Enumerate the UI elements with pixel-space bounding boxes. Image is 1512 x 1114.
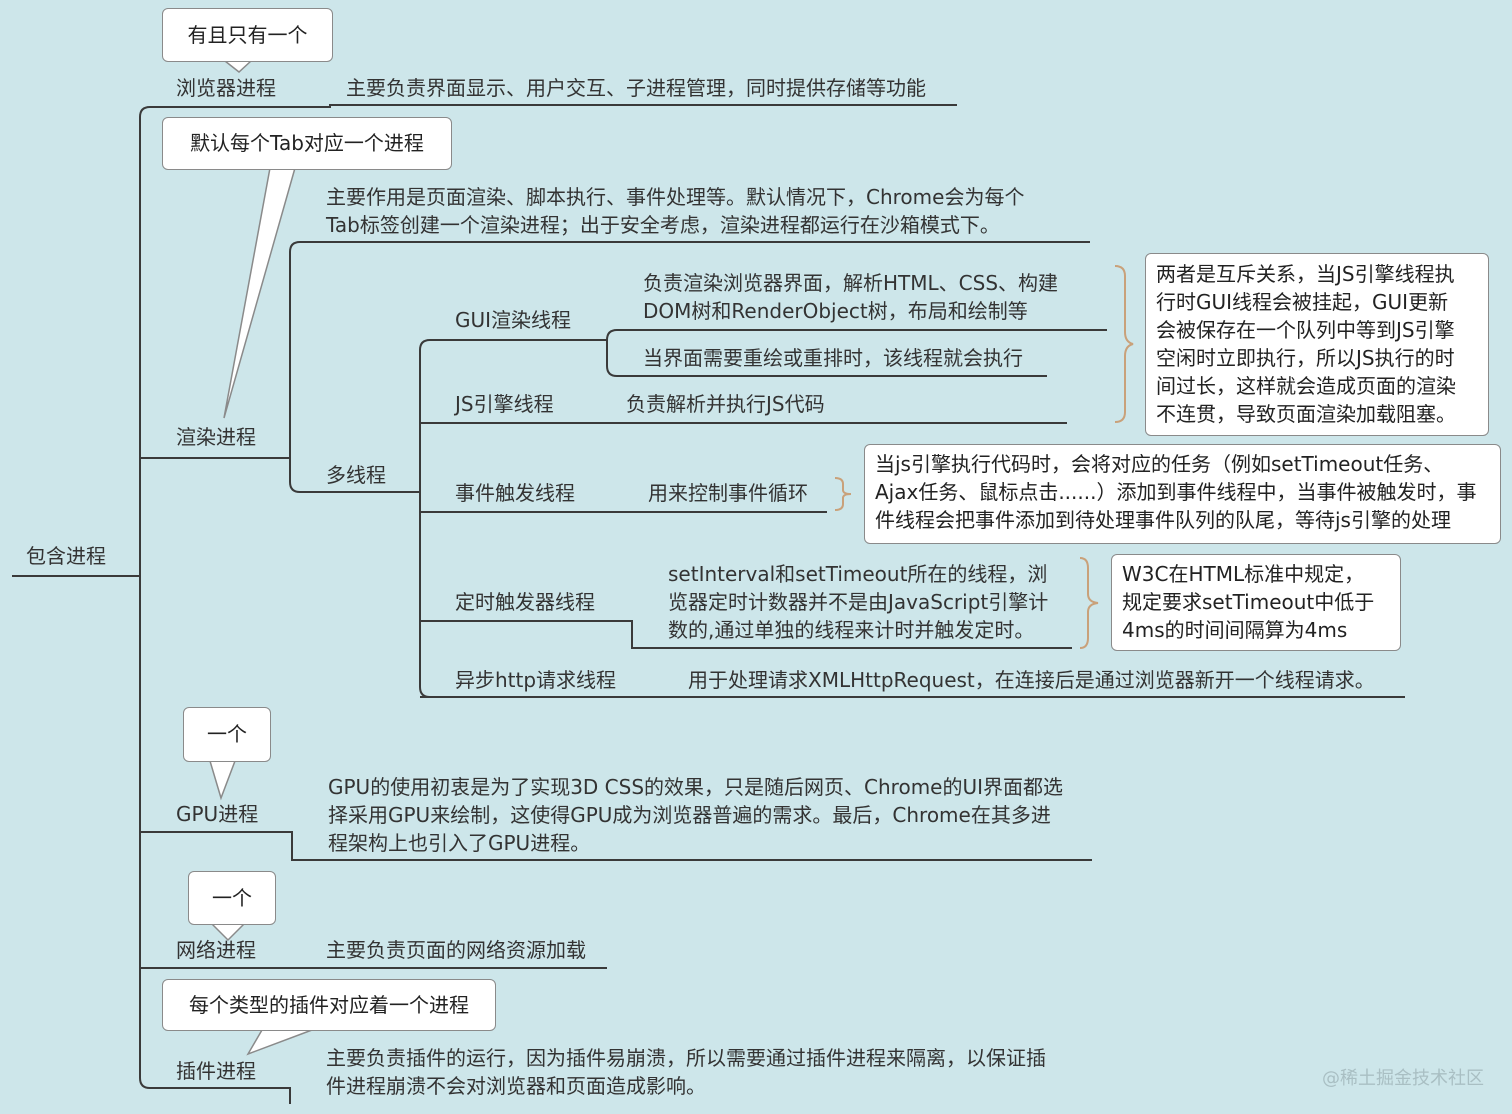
- network-callout: 一个: [188, 871, 276, 925]
- root-label[interactable]: 包含进程: [26, 544, 106, 568]
- js-thread-desc: 负责解析并执行JS代码: [626, 392, 825, 416]
- gui-sub-branch: [606, 329, 618, 377]
- renderer-branch: [289, 241, 301, 493]
- mutex-note-line: 间过长，这样就会造成页面的渲染: [1156, 374, 1456, 398]
- network-process-label[interactable]: 网络进程: [176, 938, 256, 962]
- plugin-callout-tail: [246, 1029, 313, 1056]
- timer-desc-line1: setInterval和setTimeout所在的线程，浏: [668, 562, 1048, 586]
- gui-desc1-line2: DOM树和RenderObject树，布局和绘制等: [643, 299, 1028, 323]
- watermark: @稀土掘金技术社区: [1322, 1068, 1484, 1089]
- timer-desc-line3: 数的,通过单独的线程来计时并触发定时。: [668, 618, 1035, 642]
- event-note: 当js引擎执行代码时，会将对应的任务（例如setTimeout任务、 Ajax任…: [864, 444, 1501, 544]
- event-note-line: Ajax任务、鼠标点击......）添加到事件线程中，当事件被触发时，事: [875, 480, 1477, 504]
- http-thread-desc: 用于处理请求XMLHttpRequest，在连接后是通过浏览器新开一个线程请求。: [688, 668, 1375, 692]
- gpu-process-label[interactable]: GPU进程: [176, 802, 259, 826]
- timer-desc-line2: 览器定时计数器并不是由JavaScript引擎计: [668, 590, 1049, 614]
- js-thread-label[interactable]: JS引擎线程: [455, 392, 554, 416]
- browser-desc: 主要负责界面显示、用户交互、子进程管理，同时提供存储等功能: [346, 76, 926, 100]
- gui-js-brace: [1114, 265, 1134, 423]
- gpu-desc-line2: 择采用GPU来绘制，这使得GPU成为浏览器普遍的需求。最后，Chrome在其多进: [328, 803, 1051, 827]
- plugin-process-label[interactable]: 插件进程: [176, 1059, 256, 1083]
- main-trunk: [139, 106, 151, 1089]
- mutex-note-line: 空闲时立即执行，所以JS执行的时: [1156, 346, 1455, 370]
- event-thread-desc: 用来控制事件循环: [648, 481, 808, 505]
- network-desc: 主要负责页面的网络资源加载: [326, 938, 586, 962]
- gpu-desc-line3: 程架构上也引入了GPU进程。: [328, 831, 591, 855]
- thread-branch: [419, 339, 431, 698]
- gui-desc1-line1: 负责渲染浏览器界面，解析HTML、CSS、构建: [643, 271, 1059, 295]
- event-thread-label[interactable]: 事件触发线程: [455, 481, 575, 505]
- mutex-note-line: 两者是互斥关系，当JS引擎线程执: [1156, 262, 1455, 286]
- timer-thread-label[interactable]: 定时触发器线程: [455, 590, 595, 614]
- event-note-line: 当js引擎执行代码时，会将对应的任务（例如setTimeout任务、: [875, 452, 1444, 476]
- event-note-line: 件线程会把事件添加到待处理事件队列的队尾，等待js引擎的处理: [875, 508, 1451, 532]
- browser-callout: 有且只有一个: [162, 8, 333, 62]
- plugin-callout: 每个类型的插件对应着一个进程: [162, 979, 496, 1031]
- gui-thread-label[interactable]: GUI渲染线程: [455, 308, 572, 332]
- renderer-desc-line1: 主要作用是页面渲染、脚本执行、事件处理等。默认情况下，Chrome会为每个: [326, 185, 1025, 209]
- browser-underline: [150, 104, 957, 108]
- mutex-note-line: 行时GUI线程会被挂起，GUI更新: [1156, 290, 1449, 314]
- timer-brace: [1079, 557, 1099, 649]
- renderer-desc-line2: Tab标签创建一个渲染进程；出于安全考虑，渲染进程都运行在沙箱模式下。: [326, 213, 1000, 237]
- mutex-note-line: 不连贯，导致页面渲染加载阻塞。: [1156, 402, 1456, 426]
- gpu-callout: 一个: [183, 707, 271, 762]
- plugin-underline: [150, 1087, 291, 1104]
- gpu-desc-line1: GPU的使用初衷是为了实现3D CSS的效果，只是随后网页、Chrome的UI界…: [328, 775, 1064, 799]
- http-thread-label[interactable]: 异步http请求线程: [455, 668, 617, 692]
- plugin-desc-line2: 件进程崩溃不会对浏览器和页面造成影响。: [326, 1074, 706, 1098]
- plugin-desc-line1: 主要负责插件的运行，因为插件易崩溃，所以需要通过插件进程来隔离，以保证插: [326, 1046, 1046, 1070]
- browser-process-label[interactable]: 浏览器进程: [176, 76, 276, 100]
- gpu-callout-tail: [209, 760, 236, 801]
- renderer-callout: 默认每个Tab对应一个进程: [162, 117, 452, 170]
- renderer-process-label[interactable]: 渲染进程: [176, 425, 256, 449]
- gpu-underline: [140, 831, 1092, 861]
- multithread-label[interactable]: 多线程: [326, 463, 386, 487]
- browser-callout-tail: [224, 60, 252, 73]
- renderer-callout-tail: [223, 167, 296, 419]
- timer-note: W3C在HTML标准中规定， 规定要求setTimeout中低于 4ms的时间间…: [1111, 554, 1401, 651]
- timer-note-line: 规定要求setTimeout中低于: [1122, 590, 1375, 614]
- gui-desc2: 当界面需要重绘或重排时，该线程就会执行: [643, 346, 1023, 370]
- mutex-note-line: 会被保存在一个队列中等到JS引擎: [1156, 318, 1455, 342]
- mutex-note: 两者是互斥关系，当JS引擎线程执 行时GUI线程会被挂起，GUI更新 会被保存在…: [1145, 253, 1489, 436]
- timer-note-line: W3C在HTML标准中规定，: [1122, 562, 1365, 586]
- event-brace: [834, 477, 852, 511]
- timer-note-line: 4ms的时间间隔算为4ms: [1122, 618, 1348, 642]
